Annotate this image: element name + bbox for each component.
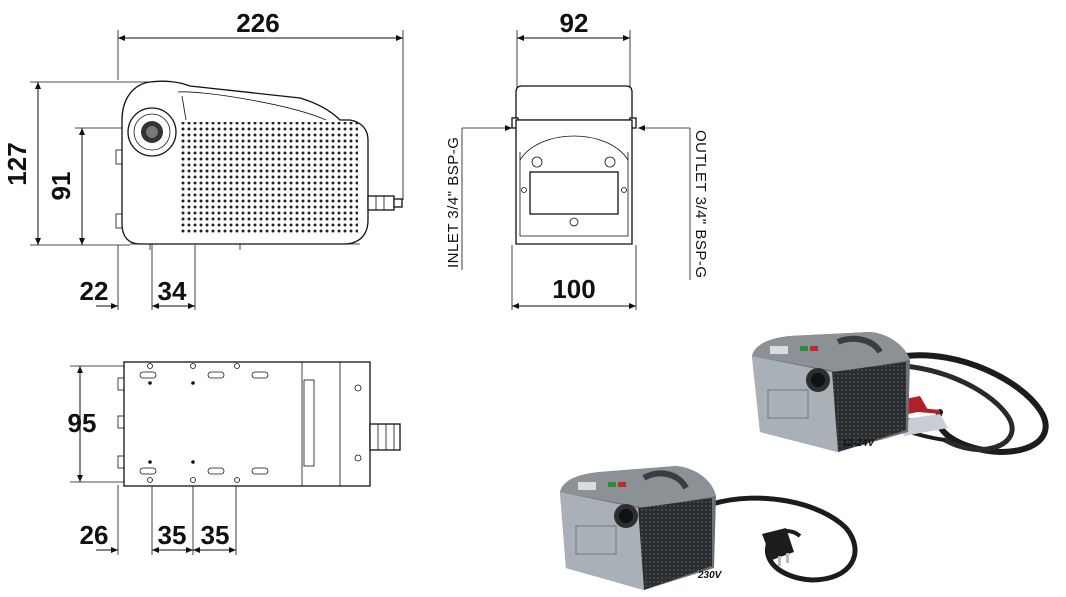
dim-hole-spacing-2-label: 35 xyxy=(201,520,230,550)
outlet-label: OUTLET 3/4" BSP-G xyxy=(692,130,709,279)
inlet-label: INLET 3/4" BSP-G xyxy=(445,137,462,268)
dim-hole-offset-label: 26 xyxy=(80,520,109,550)
cable-gland-side xyxy=(367,195,395,211)
dim-port-offset-a-label: 22 xyxy=(80,276,109,306)
dim-length-label: 226 xyxy=(236,8,279,38)
ac-vent-mesh xyxy=(638,498,712,590)
dim-top-width-label: 92 xyxy=(560,8,589,38)
bottom-view: 95 26 35 35 xyxy=(68,361,401,555)
dc-vent-mesh xyxy=(832,362,906,452)
cable-gland-bottom xyxy=(369,423,401,451)
dim-port-offset-b-label: 34 xyxy=(158,276,187,306)
dc-voltage-label: 12-24V xyxy=(842,438,876,449)
pump-front-outline xyxy=(511,85,637,245)
dim-base-width-label: 100 xyxy=(552,274,595,304)
vent-grille xyxy=(180,122,358,234)
power-plug xyxy=(762,528,794,566)
pump-side-outline xyxy=(115,80,403,250)
pump-bottom-outline xyxy=(117,361,401,487)
front-view: 92 100 INLET 3/4" BSP-G OUTLET 3/4" BSP-… xyxy=(445,8,709,310)
ac-voltage-label: 230V xyxy=(697,570,723,581)
dim-bottom-width-label: 95 xyxy=(68,408,97,438)
dim-port-height-label: 91 xyxy=(46,172,76,201)
photo-pump-dc: 12-24V xyxy=(752,332,1049,456)
dim-hole-spacing-1-label: 35 xyxy=(158,520,187,550)
dim-height-label: 127 xyxy=(2,142,32,185)
photo-pump-ac: 230V xyxy=(560,466,858,590)
side-view: 226 127 91 22 34 xyxy=(2,8,404,310)
